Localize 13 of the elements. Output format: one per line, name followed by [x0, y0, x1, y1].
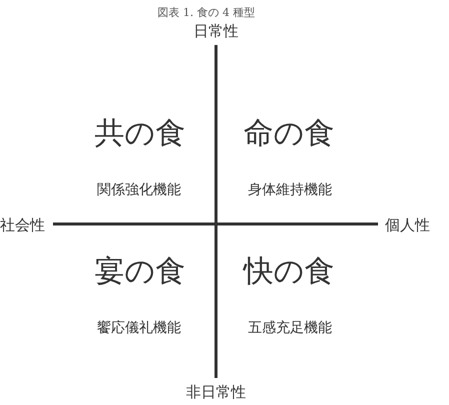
quadrant-heading: 宴の食	[94, 254, 186, 288]
quadrant-subtitle: 五感充足機能	[248, 320, 332, 336]
quadrant-heading: 命の食	[244, 116, 334, 150]
figure-title: 図表 1. 食の 4 種型	[158, 7, 255, 20]
quadrant-heading: 快の食	[244, 254, 334, 288]
axis-label: 非日常性	[186, 384, 246, 400]
quadrant-heading: 共の食	[94, 116, 186, 150]
quadrant-subtitle: 饗応儀礼機能	[97, 320, 181, 336]
axis-label: 日常性	[194, 22, 238, 39]
axis-label: 社会性	[0, 216, 45, 233]
quadrant-subtitle: 関係強化機能	[97, 182, 181, 198]
axis-label: 個人性	[385, 216, 430, 233]
quadrant-subtitle: 身体維持機能	[248, 182, 332, 198]
